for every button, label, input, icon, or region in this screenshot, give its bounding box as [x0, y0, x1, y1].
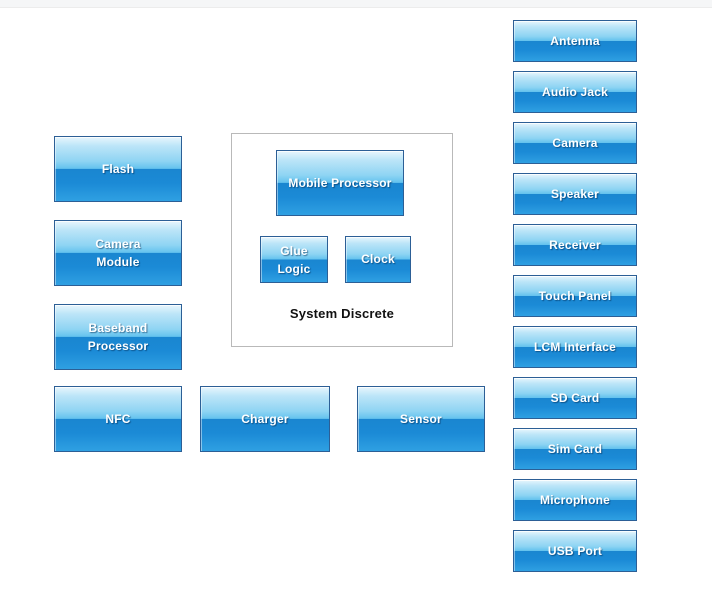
block-glue-logic-label-1: Glue	[280, 243, 308, 258]
block-glue-logic[interactable]: Glue Logic	[260, 236, 328, 283]
block-camera-module-label-1: Camera	[95, 237, 141, 251]
block-antenna[interactable]: Antenna	[513, 20, 637, 62]
block-camera-module[interactable]: Camera Module	[54, 220, 182, 286]
block-clock[interactable]: Clock	[345, 236, 411, 283]
system-discrete-panel	[231, 133, 453, 347]
block-charger-label: Charger	[241, 411, 289, 426]
block-sensor-label: Sensor	[400, 411, 442, 426]
block-baseband-processor[interactable]: Baseband Processor	[54, 304, 182, 370]
block-microphone-label: Microphone	[540, 492, 610, 507]
block-receiver[interactable]: Receiver	[513, 224, 637, 266]
block-speaker[interactable]: Speaker	[513, 173, 637, 215]
block-sd-card[interactable]: SD Card	[513, 377, 637, 419]
block-mobile-processor-label: Mobile Processor	[288, 175, 392, 190]
block-clock-label: Clock	[361, 252, 395, 266]
block-sim-card[interactable]: Sim Card	[513, 428, 637, 470]
block-flash-label: Flash	[101, 161, 135, 176]
system-discrete-caption: System Discrete	[289, 306, 395, 321]
block-mobile-processor[interactable]: Mobile Processor	[276, 150, 404, 216]
block-microphone[interactable]: Microphone	[513, 479, 637, 521]
block-usb-port[interactable]: USB Port	[513, 530, 637, 572]
top-edge-strip	[0, 0, 712, 8]
block-audio-jack-label: Audio Jack	[541, 84, 609, 99]
block-camera[interactable]: Camera	[513, 122, 637, 164]
block-touch-panel-label: Touch Panel	[538, 288, 612, 303]
block-flash[interactable]: Flash	[54, 136, 182, 202]
block-charger[interactable]: Charger	[200, 386, 330, 452]
block-glue-logic-label-2: Logic	[277, 261, 311, 276]
block-audio-jack[interactable]: Audio Jack	[513, 71, 637, 113]
block-receiver-label: Receiver	[549, 237, 601, 252]
block-baseband-processor-label-1: Baseband	[88, 321, 148, 335]
block-antenna-label: Antenna	[550, 33, 600, 48]
block-nfc-label: NFC	[105, 411, 131, 426]
block-camera-label: Camera	[552, 135, 598, 150]
block-nfc[interactable]: NFC	[54, 386, 182, 452]
block-baseband-processor-label-2: Processor	[87, 339, 149, 353]
block-usb-port-label: USB Port	[547, 543, 603, 558]
block-lcm-interface-label: LCM Interface	[534, 339, 616, 354]
block-speaker-label: Speaker	[550, 186, 600, 201]
block-sensor[interactable]: Sensor	[357, 386, 485, 452]
block-sim-card-label: Sim Card	[547, 441, 603, 456]
block-lcm-interface[interactable]: LCM Interface	[513, 326, 637, 368]
block-touch-panel[interactable]: Touch Panel	[513, 275, 637, 317]
block-camera-module-label-2: Module	[96, 255, 140, 269]
block-sd-card-label: SD Card	[550, 390, 600, 405]
